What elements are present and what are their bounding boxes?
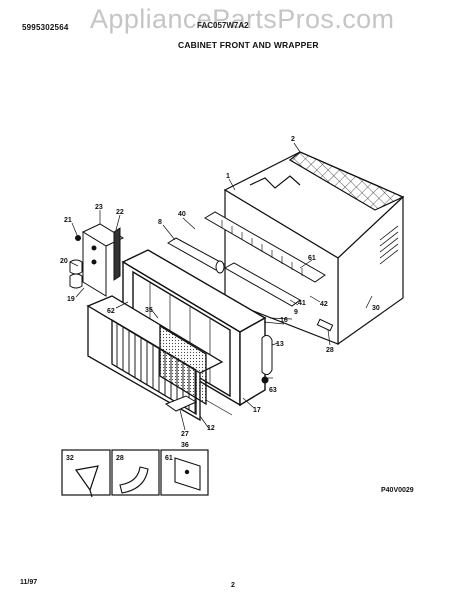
callout-21: 21 — [64, 217, 72, 224]
front-grille — [86, 295, 224, 422]
callout-28: 28 — [326, 347, 334, 354]
callout-63: 63 — [269, 387, 277, 394]
watermark: AppliancePartsPros.com — [90, 4, 395, 34]
hinge-bracket — [261, 334, 273, 384]
figure-code: P40V0029 — [381, 487, 414, 494]
callout-17: 17 — [253, 407, 261, 414]
inset-label-28: 28 — [116, 455, 124, 462]
page-number: 2 — [231, 582, 235, 589]
callout-62: 62 — [107, 308, 115, 315]
cabinet-wrapper — [223, 151, 405, 346]
inset-box-28: 28 — [111, 449, 160, 496]
page-title: CABINET FRONT AND WRAPPER — [178, 40, 319, 50]
inset-box-32: 32 — [61, 449, 111, 498]
callout-numbers: 1 2 8 9 12 13 16 17 19 20 21 22 23 27 28… — [60, 136, 380, 449]
callout-41: 41 — [298, 300, 306, 307]
drain-pan — [164, 395, 198, 412]
callout-16: 16 — [280, 317, 288, 324]
inset-box-61: 61 — [160, 449, 209, 496]
callout-27: 27 — [181, 431, 189, 438]
inset-label-61: 61 — [165, 455, 173, 462]
callout-2: 2 — [291, 136, 295, 143]
control-knobs — [69, 259, 83, 289]
callout-22: 22 — [116, 209, 124, 216]
inset-label-32: 32 — [66, 455, 74, 462]
callout-23: 23 — [95, 204, 103, 211]
callout-13: 13 — [276, 341, 284, 348]
callout-36: 36 — [181, 442, 189, 449]
model-number: FAC057W7A2 — [197, 21, 249, 30]
drain-part — [316, 318, 334, 332]
callout-35: 35 — [145, 307, 153, 314]
callout-42: 42 — [320, 301, 328, 308]
callout-20: 20 — [60, 258, 68, 265]
top-rail — [204, 211, 326, 283]
callout-19: 19 — [67, 296, 75, 303]
callout-30: 30 — [372, 305, 380, 312]
revision-date: 11/97 — [20, 579, 38, 586]
callout-9: 9 — [294, 309, 298, 316]
screw-21 — [75, 235, 81, 241]
control-bracket — [81, 223, 125, 297]
filter-roll — [167, 237, 225, 274]
leader-lines — [69, 142, 373, 431]
part-code: 5995302564 — [22, 23, 69, 32]
side-rail — [223, 262, 301, 307]
callout-40: 40 — [178, 211, 186, 218]
callout-1: 1 — [226, 173, 230, 180]
callout-12: 12 — [207, 425, 215, 432]
callout-8: 8 — [158, 219, 162, 226]
callout-61: 61 — [308, 255, 316, 262]
